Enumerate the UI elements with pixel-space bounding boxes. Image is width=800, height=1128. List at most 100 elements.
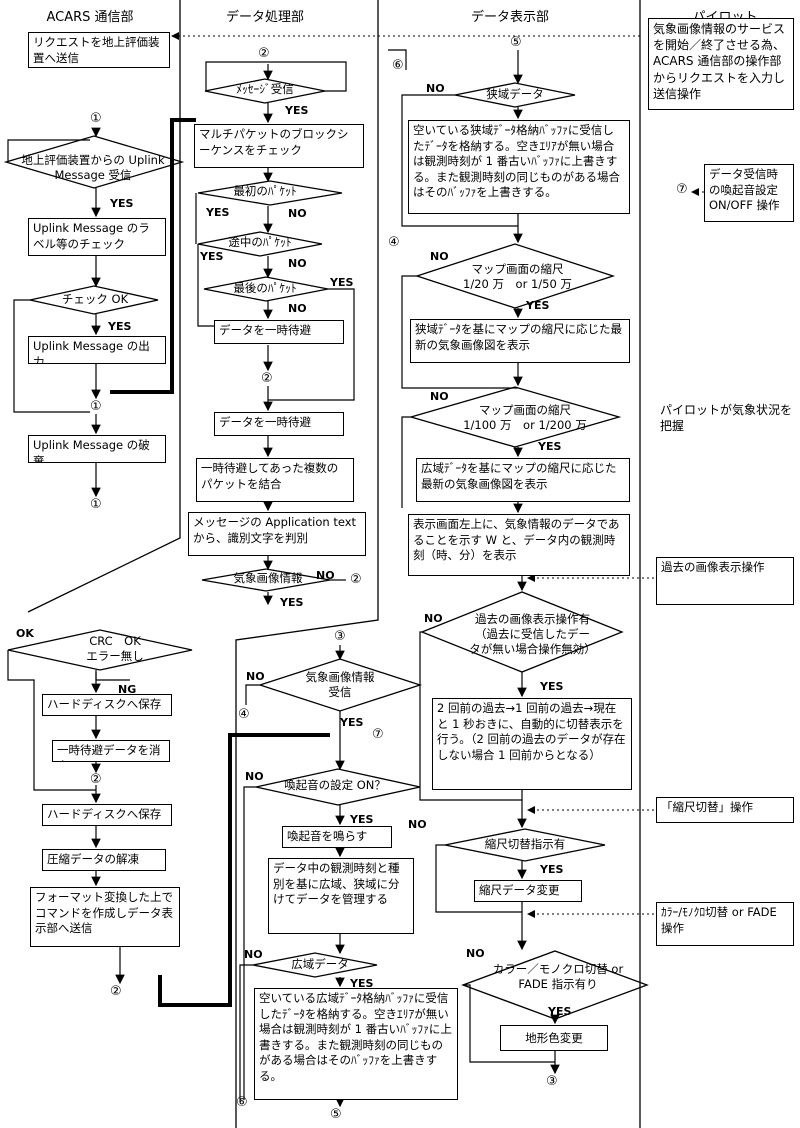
connector-2: ② xyxy=(90,772,102,787)
flow-path xyxy=(239,964,253,1100)
decision-diamond xyxy=(414,243,616,309)
past-show-box: 2 回前の過去→1 回前の過去→現在と 1 秒おきに、自動的に切替表示を行う。（… xyxy=(432,698,632,790)
pilot-past-display-box: 過去の画像表示操作 xyxy=(656,557,794,605)
transfer-line xyxy=(158,733,330,1007)
label-yes: YES xyxy=(350,813,374,826)
pilot-grasp-note: パイロットが気象状況を把握 xyxy=(660,403,793,434)
flow-path xyxy=(401,416,411,508)
label-no: NO xyxy=(288,257,307,270)
lane-divider xyxy=(235,0,379,1128)
scale-1-decision: マップ画面の縮尺 1/20 万 or 1/50 万 xyxy=(463,262,572,291)
label-no: NO xyxy=(246,670,265,683)
flow-path xyxy=(463,984,555,1063)
decision-diamond xyxy=(7,629,193,671)
lane-title-display: データ表示部 xyxy=(470,10,549,25)
wide-show-box: 広域ﾃﾞｰﾀを基にマップの縮尺に応じた最新の気象画像図を表示 xyxy=(416,458,630,502)
connector-1: ① xyxy=(90,111,102,126)
uplink-discard-box: Uplink Message の破棄 xyxy=(28,435,166,463)
decision-diamond xyxy=(444,828,606,862)
decompress-box: 圧縮データの解凍 xyxy=(42,849,166,871)
scale-op-decision: 縮尺切替指示有 xyxy=(484,837,566,851)
alarm-on-decision: 喚起音の設定 ON？ xyxy=(284,778,386,792)
label-no: NO xyxy=(430,390,449,403)
decision-diamond xyxy=(454,82,576,108)
label-yes: YES xyxy=(330,276,354,289)
flow-path xyxy=(401,275,518,389)
flow-path xyxy=(245,684,260,705)
connector-7: ⑦ xyxy=(372,727,384,742)
flow-path xyxy=(401,94,518,227)
decision-diamond xyxy=(420,591,624,673)
label-ng: NG xyxy=(118,683,137,696)
label-no: NO xyxy=(288,207,307,220)
connector-2: ② xyxy=(110,984,122,999)
scale-change-box: 縮尺データ変更 xyxy=(474,880,582,902)
middle-packet-decision: 途中のﾊﾟｹｯﾄ xyxy=(228,235,292,249)
lane-title-processing: データ処理部 xyxy=(225,10,304,25)
label-no: NO xyxy=(408,818,427,831)
label-yes: YES xyxy=(206,206,230,219)
connector-5: ⑤ xyxy=(330,1107,342,1122)
request-send-box: リクエストを地上評価装置へ送信 xyxy=(28,32,170,68)
color-op-decision: カラー／モノクロ切替 or FADE 指示有り xyxy=(492,962,624,991)
temp-save-box-1: データを一時待避 xyxy=(214,320,344,344)
label-yes: YES xyxy=(526,299,550,312)
decision-diamond xyxy=(408,386,622,448)
narrow-data-decision: 狭域データ xyxy=(486,87,544,101)
label-no: NO xyxy=(244,948,263,961)
label-no: NO xyxy=(316,569,335,582)
label-no: NO xyxy=(288,302,307,315)
crc-decision: CRC OK エラー無し xyxy=(86,634,144,663)
connector-2: ② xyxy=(350,572,362,587)
decision-diamond xyxy=(252,952,378,978)
decision-diamond xyxy=(29,285,159,315)
label-no: NO xyxy=(426,82,445,95)
label-no: NO xyxy=(245,770,264,783)
connector-1: ① xyxy=(90,399,102,414)
label-yes: YES xyxy=(280,596,304,609)
header-show-box: 表示画面左上に、気象情報のデータであることを示す W と、データ内の観測時刻（時… xyxy=(408,514,630,576)
decision-diamond xyxy=(3,135,185,189)
pilot-start-stop-box: 気象画像情報のサービスを開始／終了させる為、ACARS 通信部の操作部からリクエ… xyxy=(648,18,794,110)
label-yes: YES xyxy=(548,1005,572,1018)
connector-7: ⑦ xyxy=(676,182,688,197)
narrow-show-box: 狭域ﾃﾞｰﾀを基にマップの縮尺に応じた最新の気象画像図を表示 xyxy=(410,319,630,363)
flow-path xyxy=(7,650,96,791)
wide-store-box: 空いている広域ﾃﾞｰﾀ格納ﾊﾞｯﾌｧに受信したﾃﾞｰﾀを格納する。空きｴﾘｱが無… xyxy=(254,988,458,1100)
label-yes: YES xyxy=(285,104,309,117)
label-no: NO xyxy=(430,250,449,263)
connector-4: ④ xyxy=(388,235,400,250)
first-packet-decision: 最初のﾊﾟｹｯﾄ xyxy=(233,184,297,198)
save-hd-box-1: ハードディスクへ保存 xyxy=(42,694,172,716)
weather-info-decision: 気象画像情報 xyxy=(233,571,303,585)
pilot-color-switch-box: ｶﾗｰ/ﾓﾉｸﾛ切替 or FADE 操作 xyxy=(656,902,794,946)
connector-2: ② xyxy=(258,46,270,61)
weather-receive-decision: 気象画像情報 受信 xyxy=(305,670,375,699)
label-yes: YES xyxy=(108,320,132,333)
flow-path xyxy=(95,670,130,681)
flow-path xyxy=(13,299,90,413)
flow-path xyxy=(243,786,256,1100)
uplink-receive-decision: 地上評価装置からの Uplink Message 受信 xyxy=(21,153,165,182)
scale-2-decision: マップ画面の縮尺 1/100 万 or 1/200 万 xyxy=(463,403,587,432)
decision-diamond xyxy=(197,231,323,257)
last-packet-decision: 最後のﾊﾟｹｯﾄ xyxy=(233,281,297,295)
label-yes: YES xyxy=(110,197,134,210)
wide-data-decision: 広域データ xyxy=(291,957,349,971)
msg-receive-decision: ﾒｯｾｰｼﾞ受信 xyxy=(236,82,294,96)
label-yes: YES xyxy=(350,977,374,990)
label-no: NO xyxy=(424,612,443,625)
lane-divider xyxy=(27,0,181,613)
transfer-line xyxy=(110,118,196,394)
past-op-decision: 過去の画像表示操作有 （過去に受信したデー タが無い場合操作無効） xyxy=(469,612,596,656)
flow-path xyxy=(419,631,522,801)
label-no: NO xyxy=(466,947,485,960)
flow-path xyxy=(197,244,214,327)
pilot-alarm-setting-box: データ受信時の喚起音設定 ON/OFF 操作 xyxy=(704,164,794,222)
label-yes: YES xyxy=(540,680,564,693)
label-yes: YES xyxy=(340,716,364,729)
format-send-box: フォーマット変換した上でコマンドを作成しデータ表示部へ送信 xyxy=(30,887,180,947)
flow-path xyxy=(7,139,90,162)
identify-box: メッセージの Application text から、識別文字を判別 xyxy=(188,512,366,556)
